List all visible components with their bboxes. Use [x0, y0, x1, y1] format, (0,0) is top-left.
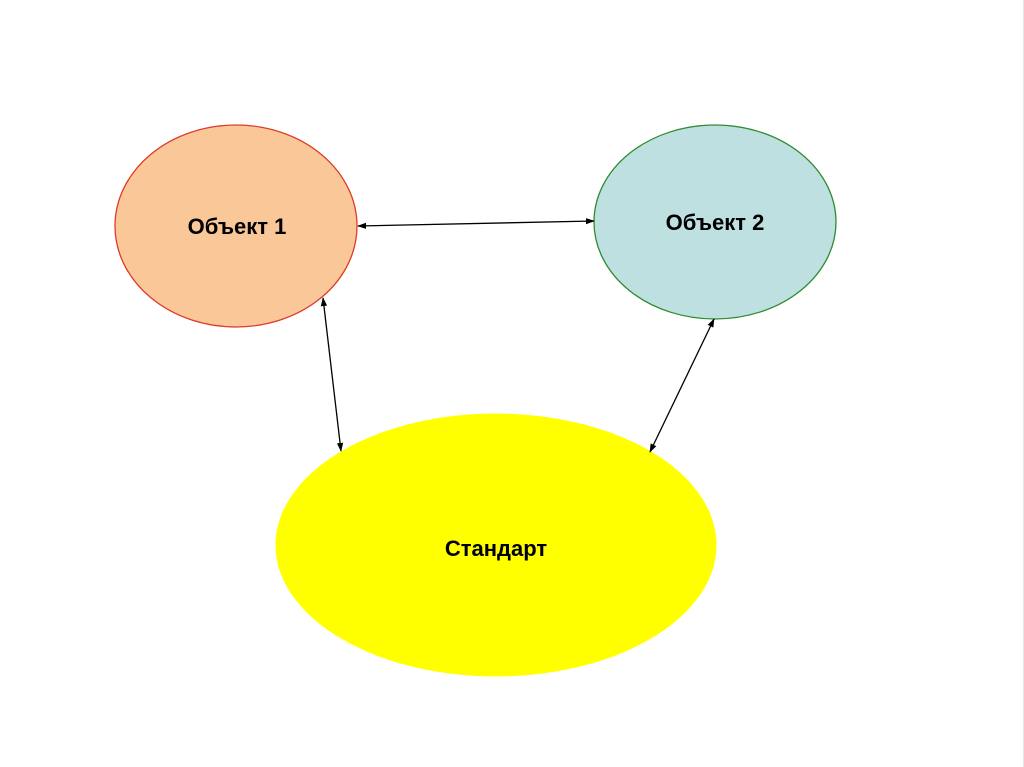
node-object-2: Объект 2	[593, 124, 837, 320]
node-object-2-label: Объект 2	[666, 210, 765, 235]
edge-object1-standard	[320, 297, 344, 452]
edge-object2-standard	[649, 318, 715, 453]
edge-object1-object2	[357, 218, 595, 229]
node-object-1: Объект 1	[114, 124, 358, 328]
node-standard: Стандарт	[275, 413, 717, 677]
node-standard-shape	[275, 413, 717, 677]
node-standard-label: Стандарт	[445, 536, 548, 561]
node-object-1-shape	[114, 124, 358, 328]
node-object-1-label: Объект 1	[188, 214, 287, 239]
